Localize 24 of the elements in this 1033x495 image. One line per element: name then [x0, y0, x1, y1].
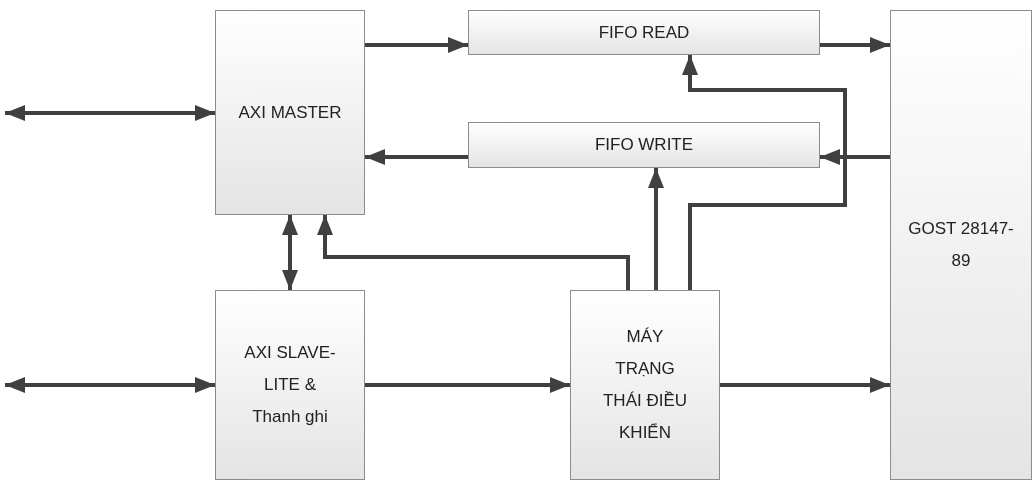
- process-box: [215, 10, 365, 215]
- arrow: [820, 37, 890, 53]
- arrow: [365, 149, 468, 165]
- box-label: FIFO WRITE: [594, 134, 694, 156]
- process-box: [215, 290, 365, 480]
- arrow: [5, 105, 215, 121]
- arrow: [5, 377, 215, 393]
- box-label: MÁY TRẠNG THÁI ĐIỀU KHIỂN: [601, 326, 689, 444]
- arrow: [648, 168, 664, 290]
- box-label: AXI SLAVE-LITE & Thanh ghi: [243, 342, 337, 428]
- process-box: [468, 122, 820, 168]
- arrow: [317, 215, 630, 290]
- arrow: [720, 377, 890, 393]
- process-box: [890, 10, 1032, 480]
- arrow: [365, 377, 570, 393]
- arrow: [365, 37, 468, 53]
- arrow: [282, 215, 298, 290]
- process-box: [570, 290, 720, 480]
- process-box: [468, 10, 820, 55]
- box-label: AXI MASTER: [238, 101, 342, 124]
- box-label: GOST 28147-89: [907, 218, 1015, 272]
- arrow: [820, 149, 890, 165]
- box-label: FIFO READ: [598, 21, 690, 44]
- arrow: [682, 55, 847, 290]
